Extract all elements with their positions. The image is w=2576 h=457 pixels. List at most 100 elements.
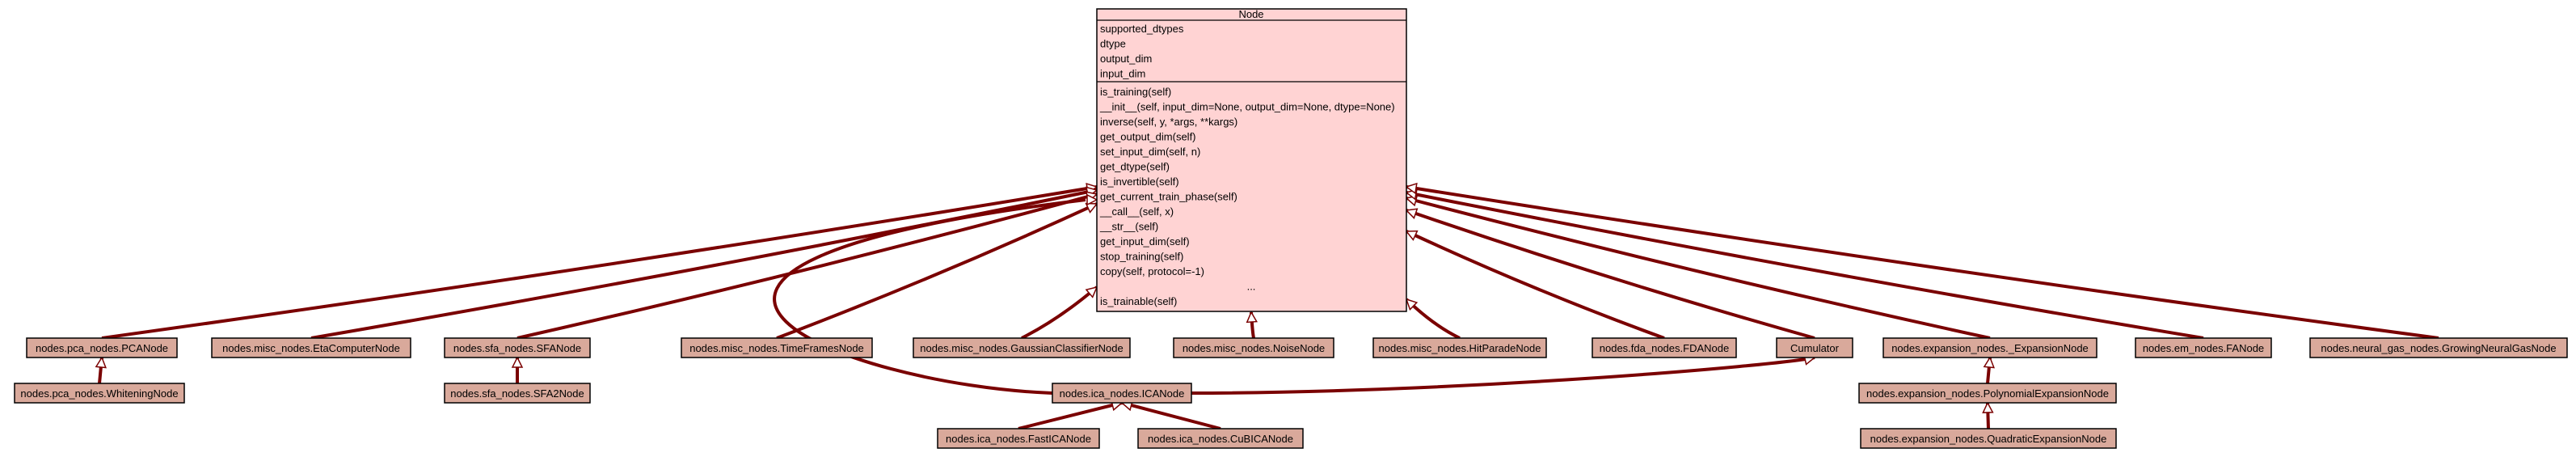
class-label: nodes.expansion_nodes.QuadraticExpansion… [1870, 433, 2107, 445]
class-box-rect [444, 337, 591, 358]
node-class-title: Node [1238, 8, 1263, 20]
node-method: is_invertible(self) [1100, 176, 1179, 188]
inheritance-arrowhead [1405, 298, 1419, 311]
inheritance-edge [310, 188, 1098, 340]
class-box-rect [2135, 337, 2272, 358]
node-method: get_current_train_phase(self) [1100, 191, 1237, 203]
inheritance-arrowhead [1405, 208, 1419, 219]
class-label: Cumulator [1790, 342, 1840, 354]
inheritance-edge [1021, 286, 1098, 340]
class-label: nodes.em_nodes.FANode [2143, 342, 2264, 354]
class-box-noise[interactable]: nodes.misc_nodes.NoiseNode [1173, 337, 1334, 358]
inheritance-arrowhead [95, 356, 107, 369]
class-box-cubica[interactable]: nodes.ica_nodes.CuBICANode [1137, 428, 1304, 449]
class-box-rect [2309, 337, 2568, 358]
node-method: get_input_dim(self) [1100, 235, 1190, 248]
class-box-fastica[interactable]: nodes.ica_nodes.FastICANode [937, 428, 1100, 449]
node-method: is_trainable(self) [1100, 295, 1177, 307]
inheritance-edges [95, 182, 2439, 430]
inheritance-edge [1121, 401, 1221, 430]
class-label: nodes.ica_nodes.CuBICANode [1148, 433, 1293, 445]
class-label: nodes.misc_nodes.EtaComputerNode [222, 342, 400, 354]
inheritance-arrowhead [1085, 286, 1098, 298]
class-label: nodes.misc_nodes.GaussianClassifierNode [920, 342, 1123, 354]
inheritance-arrowhead [1246, 311, 1258, 324]
class-box-rect [14, 383, 185, 404]
class-box-sfa2[interactable]: nodes.sfa_nodes.SFA2Node [444, 383, 591, 404]
class-box-gaussian[interactable]: nodes.misc_nodes.GaussianClassifierNode [913, 337, 1131, 358]
node-attribute: dtype [1100, 38, 1126, 50]
class-label: nodes.ica_nodes.ICANode [1060, 387, 1185, 400]
class-box-rect [211, 337, 411, 358]
class-label: nodes.misc_nodes.TimeFramesNode [689, 342, 864, 354]
class-box-rect [1137, 428, 1304, 449]
class-box-rect [1858, 383, 2117, 404]
class-box-polynomial[interactable]: nodes.expansion_nodes.PolynomialExpansio… [1858, 383, 2117, 404]
inheritance-arrowhead [1405, 182, 1418, 195]
class-box-rect [1860, 428, 2117, 449]
class-box-rect [1776, 337, 1853, 358]
class-label: nodes.ica_nodes.FastICANode [946, 433, 1091, 445]
class-box-quadratic[interactable]: nodes.expansion_nodes.QuadraticExpansion… [1860, 428, 2117, 449]
class-box-fa[interactable]: nodes.em_nodes.FANode [2135, 337, 2272, 358]
node-method: __init__(self, input_dim=None, output_di… [1099, 101, 1395, 113]
class-box-rect [913, 337, 1131, 358]
class-box-pca[interactable]: nodes.pca_nodes.PCANode [26, 337, 178, 358]
node-class-box [1096, 8, 1407, 312]
class-box-rect [444, 383, 591, 404]
inheritance-edge [773, 198, 1086, 395]
class-label: nodes.sfa_nodes.SFANode [453, 342, 581, 354]
node-method: stop_training(self) [1100, 251, 1183, 263]
class-label: nodes.fda_nodes.FDANode [1600, 342, 1729, 354]
inheritance-arrowhead [1982, 401, 1994, 413]
class-label: nodes.neural_gas_nodes.GrowingNeuralGasN… [2321, 342, 2556, 354]
class-box-expansion[interactable]: nodes.expansion_nodes._ExpansionNode [1882, 337, 2097, 358]
inheritance-edge [1406, 197, 1991, 340]
node-method: inverse(self, y, *args, **kargs) [1100, 116, 1237, 128]
inheritance-edge [1406, 209, 1815, 340]
node-attribute: input_dim [1100, 68, 1145, 80]
node-method: set_input_dim(self, n) [1100, 146, 1200, 158]
inheritance-edge [1406, 230, 1665, 340]
class-box-ica[interactable]: nodes.ica_nodes.ICANode [1052, 383, 1192, 404]
inheritance-edge [101, 185, 1098, 340]
node-method: __call__(self, x) [1099, 205, 1174, 218]
inheritance-edge [1406, 191, 2204, 340]
class-label: nodes.misc_nodes.HitParadeNode [1379, 342, 1541, 354]
class-box-sfa[interactable]: nodes.sfa_nodes.SFANode [444, 337, 591, 358]
class-label: nodes.misc_nodes.NoiseNode [1183, 342, 1325, 354]
inheritance-arrowhead [511, 356, 524, 368]
class-box-rect [1592, 337, 1737, 358]
class-box-rect [1173, 337, 1334, 358]
class-label: nodes.pca_nodes.PCANode [36, 342, 168, 354]
inheritance-edge [776, 202, 1098, 340]
subclass-boxes: nodes.pca_nodes.PCANode nodes.misc_nodes.… [14, 337, 2568, 449]
node-method: get_output_dim(self) [1100, 131, 1196, 143]
class-box-whitening[interactable]: nodes.pca_nodes.WhiteningNode [14, 383, 185, 404]
node-attribute: output_dim [1100, 53, 1152, 65]
node-method: get_dtype(self) [1100, 161, 1170, 173]
inheritance-arrowhead [1085, 202, 1098, 214]
inheritance-arrowhead [1405, 230, 1419, 241]
class-label: nodes.expansion_nodes.PolynomialExpansio… [1866, 387, 2109, 400]
class-label: nodes.expansion_nodes._ExpansionNode [1891, 342, 2089, 354]
inheritance-arrowhead [1983, 356, 1995, 369]
node-method: copy(self, protocol=-1) [1100, 265, 1204, 277]
class-label: nodes.sfa_nodes.SFA2Node [450, 387, 584, 400]
class-box-hitparade[interactable]: nodes.misc_nodes.HitParadeNode [1372, 337, 1547, 358]
class-box-rect [1372, 337, 1547, 358]
inheritance-edge [516, 193, 1098, 340]
inheritance-edge [1018, 401, 1123, 430]
inheritance-arrowhead [1086, 193, 1098, 206]
node-method: is_training(self) [1100, 86, 1171, 98]
class-box-cumulator[interactable]: Cumulator [1776, 337, 1853, 358]
class-box-fda[interactable]: nodes.fda_nodes.FDANode [1592, 337, 1737, 358]
class-box-rect [1882, 337, 2097, 358]
class-box-timeframes[interactable]: nodes.misc_nodes.TimeFramesNode [681, 337, 873, 358]
class-box-eta[interactable]: nodes.misc_nodes.EtaComputerNode [211, 337, 411, 358]
class-box-gng[interactable]: nodes.neural_gas_nodes.GrowingNeuralGasN… [2309, 337, 2568, 358]
inheritance-edge [1191, 356, 1815, 395]
node-class[interactable]: Node supported_dtypesdtypeoutput_diminpu… [1096, 8, 1407, 312]
